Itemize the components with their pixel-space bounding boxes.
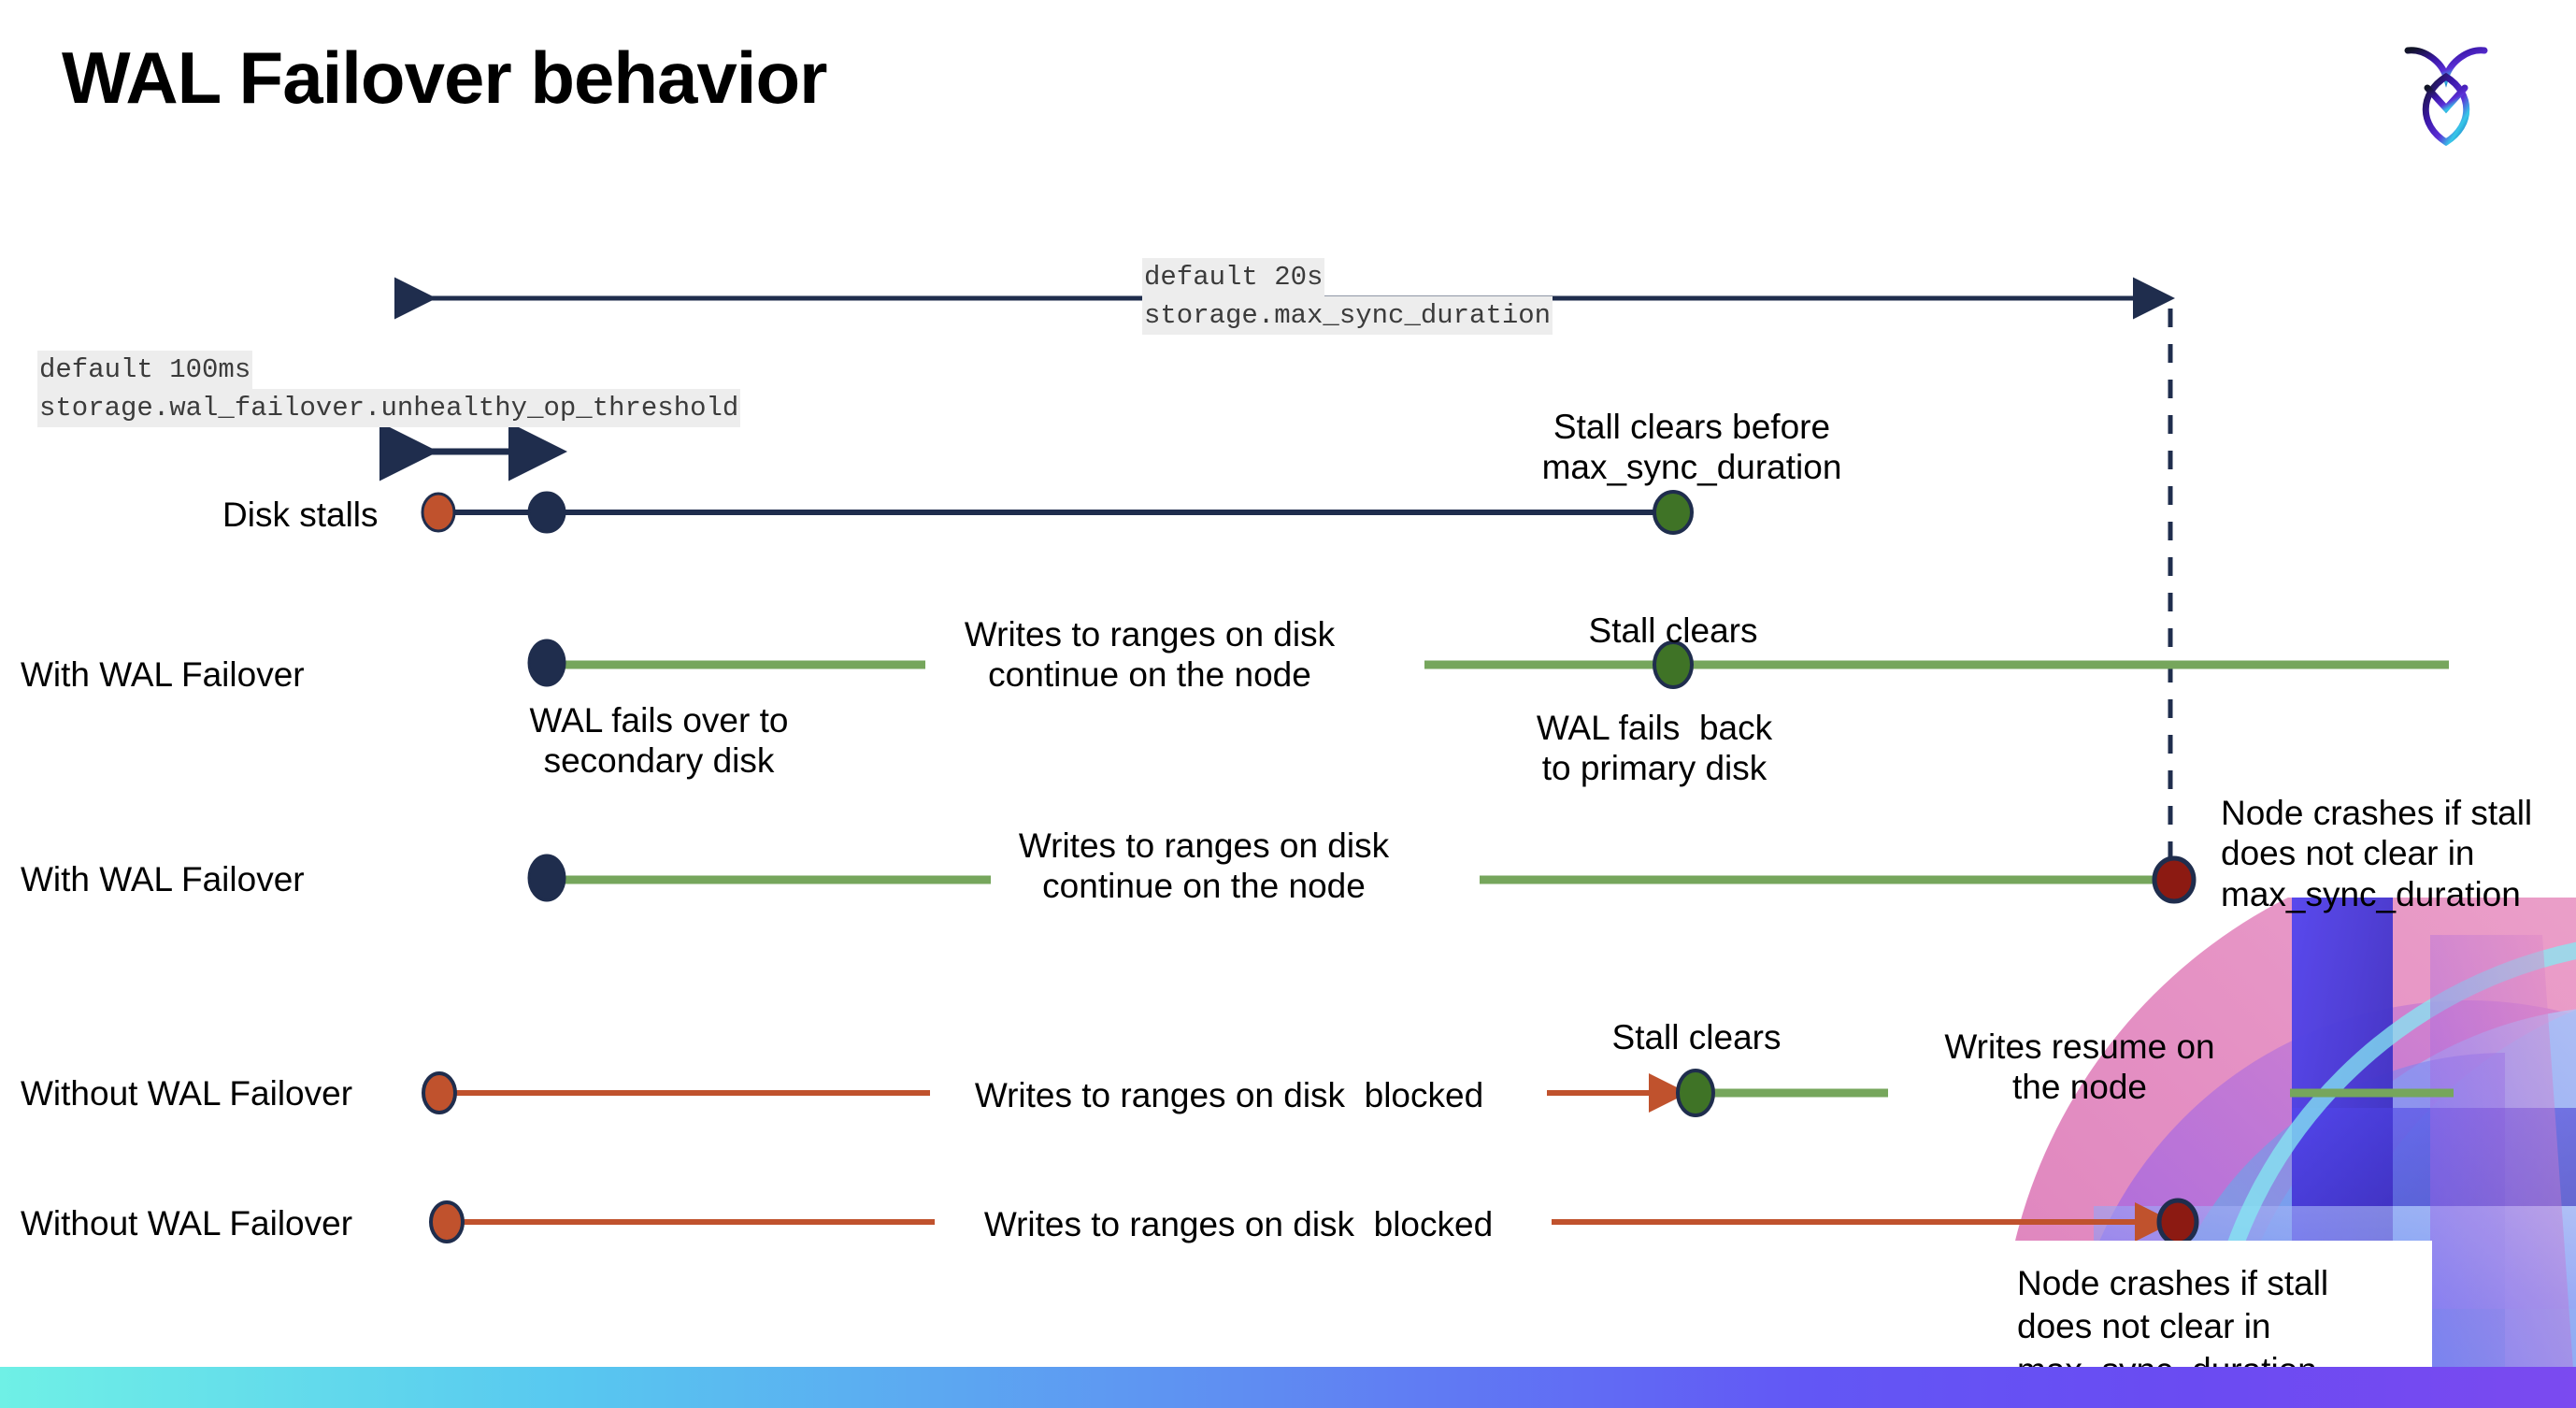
unhealthy-op-threshold-name: storage.wal_failover.unhealthy_op_thresh… xyxy=(37,389,741,428)
row-label-without-wal-failover-clears: Without WAL Failover xyxy=(21,1074,353,1113)
annotation-stall-clears-1: Stall clears xyxy=(1588,611,1758,650)
dot-row2-stall-clears-green xyxy=(1653,640,1694,689)
dot-row2-failover-navy xyxy=(527,639,566,687)
dot-row5-node-crash-red xyxy=(2156,1198,2199,1246)
row-label-without-wal-failover-crash: Without WAL Failover xyxy=(21,1204,353,1243)
dot-row3-failover-navy xyxy=(527,854,566,902)
annotation-wal-fails-over: WAL fails over to secondary disk xyxy=(529,701,789,781)
max-sync-duration-label: default 20s storage.max_sync_duration xyxy=(1142,258,1553,336)
annotation-wal-fails-back: WAL fails back to primary disk xyxy=(1536,709,1773,788)
unhealthy-op-threshold-label: default 100ms storage.wal_failover.unhea… xyxy=(37,351,741,428)
annotation-writes-continue-2: Writes to ranges on disk continue on the… xyxy=(1018,826,1390,906)
annotation-writes-resume: Writes resume on the node xyxy=(1944,1027,2215,1107)
row-label-disk-stalls: Disk stalls xyxy=(222,496,379,534)
dot-stall-start-orange xyxy=(421,492,456,533)
max-sync-duration-default: default 20s xyxy=(1142,258,1325,297)
row-label-with-wal-failover-crash: With WAL Failover xyxy=(21,860,305,898)
dot-failover-navy xyxy=(527,491,566,534)
annotation-node-crashes-1: Node crashes if stall does not clear in … xyxy=(2221,794,2533,913)
max-sync-duration-name: storage.max_sync_duration xyxy=(1142,296,1553,336)
annotation-writes-continue-1: Writes to ranges on disk continue on the… xyxy=(964,615,1336,695)
dot-row3-node-crash-red xyxy=(2152,855,2197,904)
annotation-stall-clears-2: Stall clears xyxy=(1611,1018,1782,1056)
annotation-writes-blocked-1: Writes to ranges on disk blocked xyxy=(974,1076,1484,1114)
annotation-writes-blocked-2: Writes to ranges on disk blocked xyxy=(983,1205,1494,1243)
dot-row5-stall-start-orange xyxy=(429,1200,465,1243)
annotation-stall-clears-before: Stall clears before max_sync_duration xyxy=(1541,408,1842,487)
bottom-gradient-bar xyxy=(0,1367,2576,1408)
dot-stall-clears-green-1 xyxy=(1653,490,1694,535)
cockroachdb-logo-icon xyxy=(2404,47,2488,147)
row-label-with-wal-failover-clears: With WAL Failover xyxy=(21,655,305,694)
dot-row4-stall-start-orange xyxy=(422,1071,457,1114)
unhealthy-op-threshold-default: default 100ms xyxy=(37,351,253,390)
page-title: WAL Failover behavior xyxy=(62,36,827,119)
dot-row4-stall-clears-green xyxy=(1676,1069,1715,1117)
